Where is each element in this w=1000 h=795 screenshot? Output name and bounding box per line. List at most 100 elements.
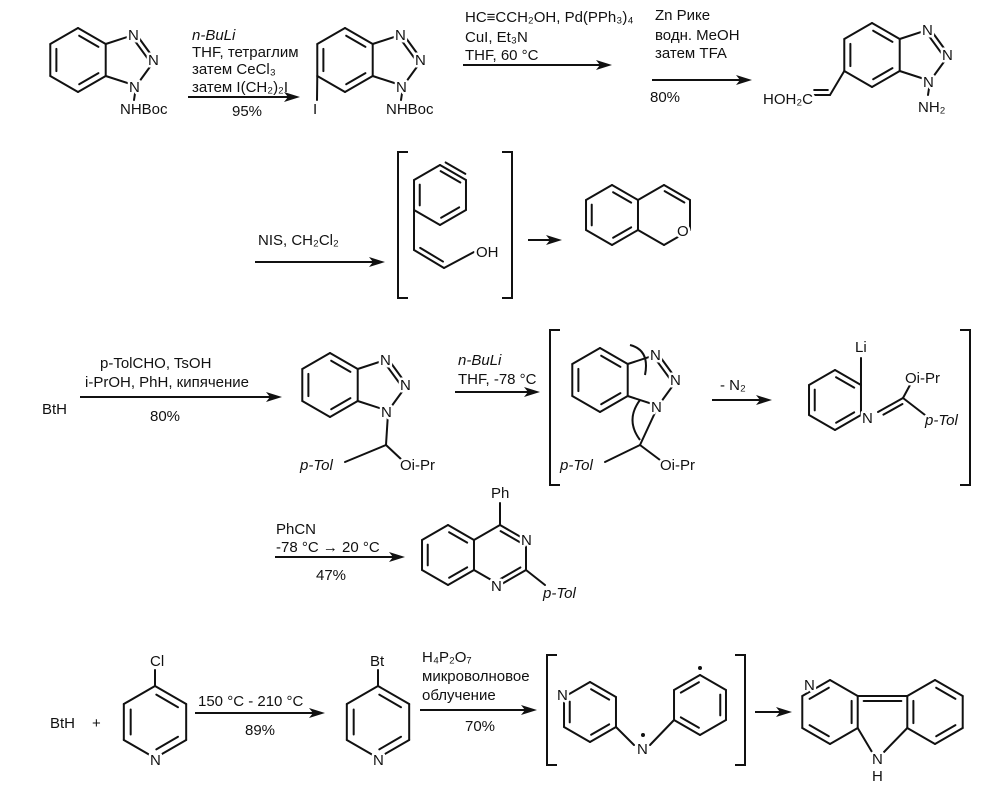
atom-nh: N: [872, 751, 883, 768]
bond: [639, 444, 661, 461]
right-bracket: [735, 654, 746, 766]
double-bond-inner: [378, 735, 403, 751]
double-bond-inner: [155, 735, 180, 751]
ring-bond: [344, 75, 374, 93]
bond: [135, 58, 156, 87]
bond: [663, 184, 691, 201]
bond: [385, 409, 390, 446]
li-label: Li: [855, 339, 867, 356]
reagent: THF, 60 °C: [465, 47, 539, 64]
atom-n1: N: [129, 79, 140, 96]
chromene-oxygen: O: [677, 223, 689, 240]
bond: [135, 33, 156, 61]
reagent: THF, -78 °C: [458, 371, 537, 388]
bond: [344, 444, 387, 463]
double-bond-inner: [655, 359, 672, 381]
double-bond-inner: [663, 190, 686, 204]
bt-pyridine: Bt N: [368, 651, 388, 772]
ring-bond: [377, 739, 411, 759]
oipr-label: Oi-Pr: [905, 370, 940, 387]
atom-n1: N: [491, 578, 502, 595]
bond-layer: [49, 22, 964, 759]
double-bond-inner: [330, 397, 352, 411]
ring-bond: [154, 739, 188, 759]
reagent: затем CeCl₃: [192, 61, 276, 78]
ring-bond: [611, 229, 639, 246]
p-tol-label: p-Tol: [924, 412, 958, 429]
ring-bond: [77, 27, 107, 45]
left-bracket: [546, 654, 557, 766]
radical-dot: [641, 733, 645, 737]
step2-conditions: HC≡CCH₂OH, Pd(PPh₃)₄ CuI, Et₃N THF, 60 °…: [465, 9, 634, 64]
double-bond-inner: [385, 364, 402, 386]
ring-bond: [329, 352, 359, 370]
bond: [883, 727, 909, 753]
cl-label: Cl: [150, 653, 164, 670]
nhboc-label: NHBoc: [386, 101, 434, 118]
ring-bond: [154, 685, 188, 705]
reagent: n-BuLi: [458, 352, 502, 369]
ring-bond: [801, 727, 831, 745]
atom-n2: N: [942, 47, 953, 64]
bond: [636, 229, 665, 246]
ring-bond: [301, 352, 331, 370]
double-bond-inner: [155, 693, 180, 709]
ring-bond: [829, 679, 859, 697]
reagent: затем TFA: [655, 45, 727, 62]
ring-bond: [439, 209, 467, 226]
diradical-intermediate: N N: [555, 685, 651, 761]
atom-n: N: [150, 752, 161, 769]
reagent: H₄P₂O₇: [422, 649, 472, 666]
yield: 80%: [650, 89, 680, 106]
double-bond-inner: [600, 392, 622, 406]
bond: [859, 411, 867, 416]
reagent: микроволновое: [422, 668, 530, 685]
ring-bond: [871, 22, 901, 40]
bond: [356, 400, 390, 412]
ring-bond: [344, 27, 374, 45]
reagent: HC≡CCH₂OH, Pd(PPh₃)₄: [465, 9, 634, 26]
double-bond-inner: [78, 72, 100, 86]
ring-bond: [345, 685, 379, 705]
ring-bond: [563, 726, 591, 743]
arrow-head: [284, 92, 300, 102]
atom-n2: N: [415, 52, 426, 69]
reagent: CuI, Et₃N: [465, 29, 528, 46]
step3-conditions: Zn Рике водн. MeOH затем TFA 80%: [650, 7, 740, 106]
bond: [499, 569, 527, 586]
ring-bond: [906, 727, 936, 745]
ring-bond: [699, 719, 727, 736]
bond: [413, 249, 445, 269]
bond: [657, 378, 678, 407]
bond: [371, 33, 405, 45]
double-bond-inner: [400, 39, 417, 61]
bond: [929, 28, 950, 56]
ring-bond: [329, 400, 359, 418]
arrow-head: [756, 395, 772, 405]
arrow-head: [546, 235, 562, 245]
ring-bond: [843, 70, 873, 88]
double-bond-inner: [600, 354, 622, 368]
bond: [657, 353, 678, 381]
step7-reagent: - N₂: [720, 377, 746, 394]
chloropyridine: Cl N: [148, 651, 167, 772]
aminobenzotriazole-product: N N N NH₂ HOH₂C: [761, 20, 956, 119]
aminal-adduct: N N N p-Tol Oi-Pr: [297, 350, 438, 477]
ring-bond: [834, 369, 862, 386]
ring-bond: [122, 685, 156, 705]
p-tol-label: p-Tol: [559, 457, 593, 474]
arrow-head: [776, 707, 792, 717]
double-bond-inner: [378, 693, 403, 709]
bt-label: Bt: [370, 653, 385, 670]
ring-bond: [699, 674, 727, 691]
double-bond-inner: [330, 359, 352, 373]
ring-bond: [49, 27, 79, 45]
right-bracket: [960, 329, 971, 486]
ring-bond: [589, 726, 617, 743]
bond: [898, 70, 932, 82]
bond: [402, 33, 423, 61]
bond: [829, 70, 846, 96]
reagent: -78 °C → 20 °C: [276, 539, 380, 556]
iodo-benzotriazole: N N N NHBoc I: [311, 25, 437, 121]
